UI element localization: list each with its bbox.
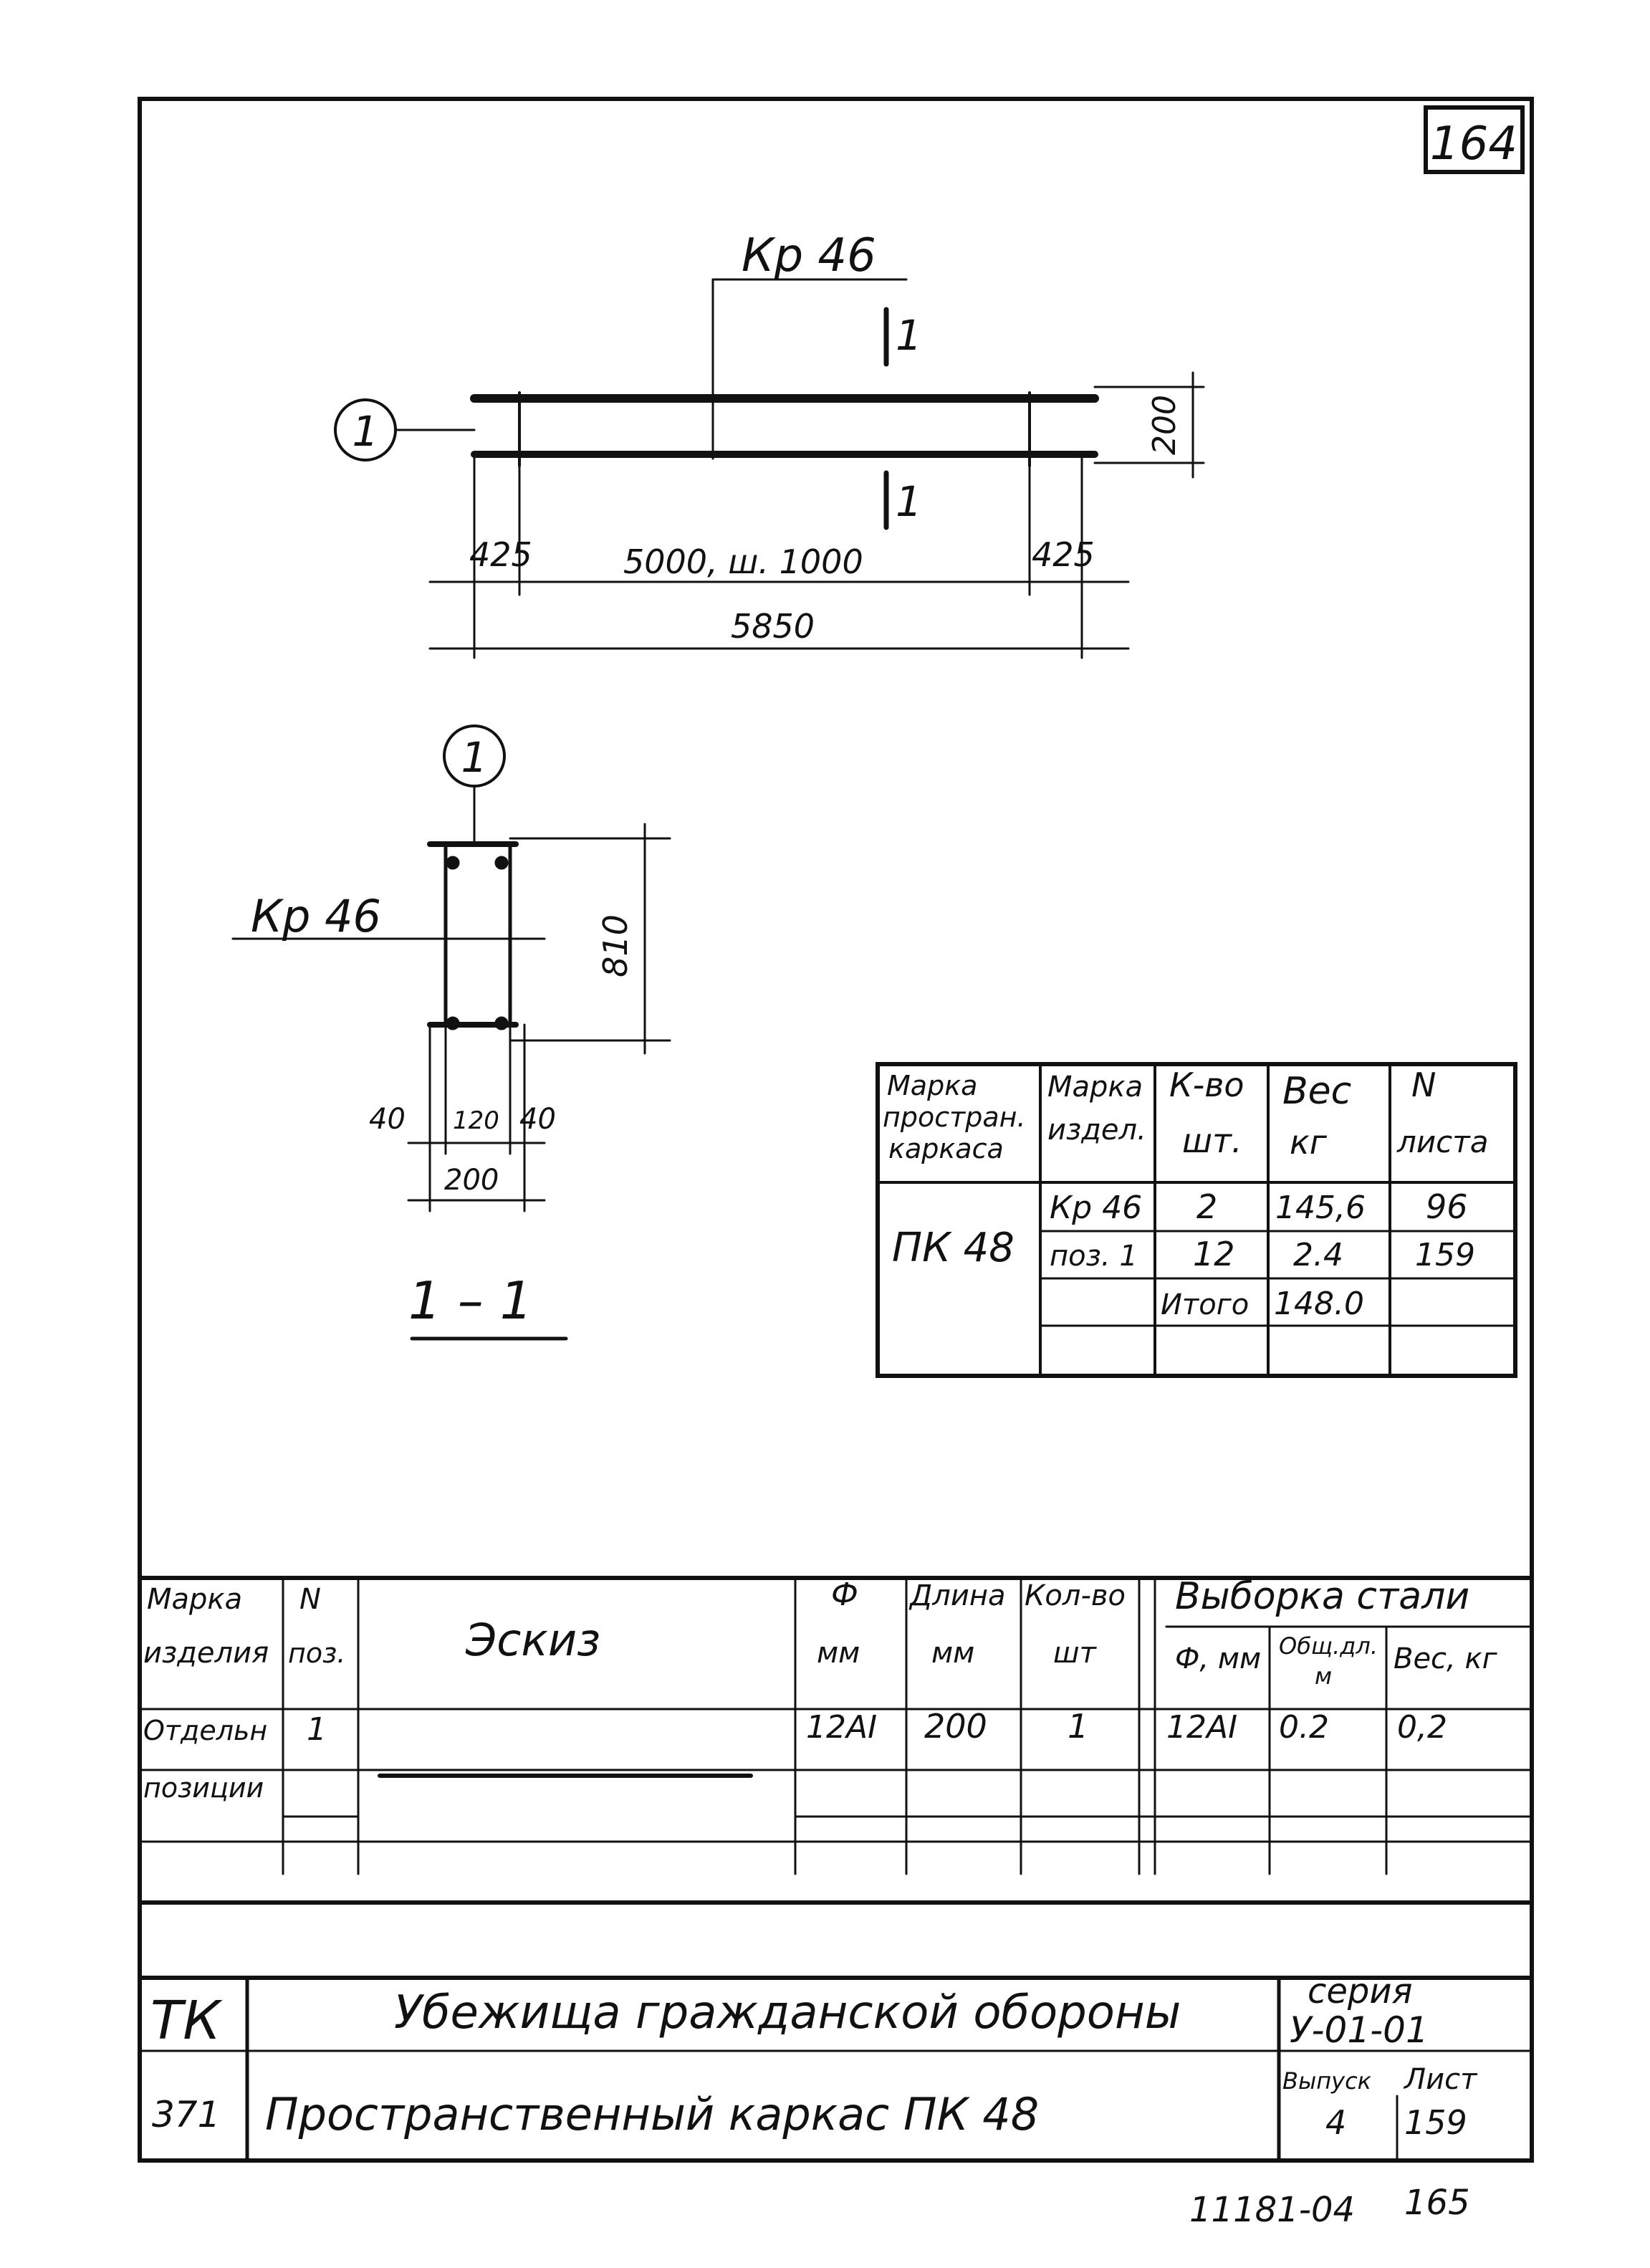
svg-text:N: N: [299, 1583, 321, 1616]
svg-text:Марка: Марка: [1047, 1071, 1143, 1104]
dim-total: 5850: [731, 607, 815, 646]
svg-text:Ф: Ф: [831, 1576, 858, 1613]
svg-text:12AI: 12AI: [1166, 1709, 1237, 1746]
svg-text:серия: серия: [1308, 1971, 1412, 2011]
bar-table: Марка изделия N поз. Эскиз Ф мм Длина мм…: [138, 1575, 1534, 1905]
svg-text:издел.: издел.: [1047, 1114, 1146, 1147]
section-dim-height: 810: [596, 914, 635, 977]
svg-text:2: 2: [1196, 1187, 1217, 1226]
svg-text:2.4: 2.4: [1293, 1237, 1343, 1273]
svg-text:шт: шт: [1053, 1637, 1098, 1670]
svg-text:кг: кг: [1290, 1123, 1328, 1162]
svg-text:изделия: изделия: [143, 1637, 269, 1670]
svg-text:Ф, мм: Ф, мм: [1175, 1642, 1261, 1675]
svg-text:Эскиз: Эскиз: [465, 1614, 600, 1666]
section-mark-bottom: 1: [896, 477, 922, 526]
section-dim-left: 40: [369, 1103, 406, 1136]
svg-text:4: 4: [1325, 2103, 1346, 2142]
svg-text:У-01-01: У-01-01: [1290, 2009, 1429, 2051]
svg-text:1: 1: [307, 1711, 327, 1748]
section-dim-mid: 120: [453, 1106, 499, 1135]
svg-text:листа: листа: [1396, 1124, 1488, 1159]
section-dim-total: 200: [444, 1164, 499, 1197]
elevation-view: Кр 46 1 1 1 200 425 5000, ш. 1000 425 58…: [334, 229, 1205, 659]
svg-text:1: 1: [1068, 1707, 1088, 1746]
svg-text:1: 1: [461, 733, 488, 782]
svg-text:Выборка стали: Выборка стали: [1175, 1575, 1469, 1618]
svg-text:148.0: 148.0: [1274, 1286, 1364, 1322]
frame-mark: ПК 48: [892, 1225, 1015, 1271]
svg-text:Вес: Вес: [1282, 1070, 1351, 1113]
svg-text:Кр 46: Кр 46: [1050, 1190, 1142, 1226]
svg-text:Лист: Лист: [1403, 2063, 1478, 2096]
svg-text:12AI: 12AI: [806, 1709, 877, 1746]
svg-text:Марка: Марка: [147, 1583, 242, 1616]
svg-text:96: 96: [1426, 1187, 1468, 1226]
svg-text:Выпуск: Выпуск: [1282, 2067, 1372, 2095]
svg-text:0.2: 0.2: [1279, 1709, 1329, 1746]
sheet-number-box: [1424, 105, 1525, 174]
dim-middle: 5000, ш. 1000: [623, 542, 863, 581]
svg-text:Итого: Итого: [1161, 1288, 1249, 1321]
svg-text:1: 1: [352, 407, 379, 456]
svg-text:159: 159: [1404, 2103, 1467, 2142]
svg-text:позиции: позиции: [143, 1772, 264, 1804]
svg-text:Отдельн: Отдельн: [143, 1715, 267, 1746]
section-view: 1 Кр 46 810 40 120 40 200 1 – 1: [231, 724, 671, 1341]
bottom-number: 11181-04: [1189, 2190, 1355, 2230]
section-title: 1 – 1: [408, 1271, 532, 1331]
svg-text:N: N: [1411, 1066, 1436, 1104]
svg-text:0,2: 0,2: [1397, 1709, 1447, 1746]
svg-text:159: 159: [1415, 1237, 1475, 1273]
section-mark-top: 1: [896, 311, 922, 360]
section-mark: Кр 46: [251, 890, 381, 942]
svg-text:200: 200: [924, 1707, 987, 1746]
title-block: ТК 371 Убежища гражданской обороны Прост…: [138, 1971, 1534, 2163]
document-title: Убежища гражданской обороны: [394, 1986, 1181, 2039]
document-subtitle: Пространственный каркас ПК 48: [265, 2088, 1039, 2140]
code: ТК: [150, 1990, 223, 2052]
dim-end-left: 425: [469, 535, 532, 574]
section-outline: [443, 842, 512, 1027]
svg-text:поз.: поз.: [288, 1637, 345, 1669]
dim-height: 200: [1146, 395, 1183, 455]
svg-text:Длина: Длина: [908, 1579, 1005, 1612]
section-dim-right: 40: [519, 1103, 556, 1136]
svg-text:Вес, кг: Вес, кг: [1394, 1642, 1498, 1675]
elevation-mark: Кр 46: [742, 229, 876, 282]
svg-text:мм: мм: [817, 1637, 860, 1670]
svg-text:145,6: 145,6: [1275, 1190, 1366, 1226]
svg-text:шт.: шт.: [1182, 1121, 1242, 1160]
dim-end-right: 425: [1032, 535, 1095, 574]
bottom-sheet: 165: [1404, 2183, 1470, 2223]
svg-text:Общ.дл.: Общ.дл.: [1279, 1632, 1378, 1660]
svg-text:мм: мм: [931, 1637, 974, 1670]
svg-text:371: 371: [152, 2094, 220, 2135]
sheet-frame: [138, 97, 1534, 2163]
svg-text:Кол-во: Кол-во: [1025, 1579, 1126, 1612]
svg-text:12: 12: [1193, 1235, 1235, 1273]
svg-text:К-во: К-во: [1169, 1066, 1244, 1104]
svg-text:м: м: [1315, 1662, 1332, 1690]
svg-text:поз. 1: поз. 1: [1050, 1240, 1138, 1273]
sheet-number: 164: [1430, 118, 1517, 171]
